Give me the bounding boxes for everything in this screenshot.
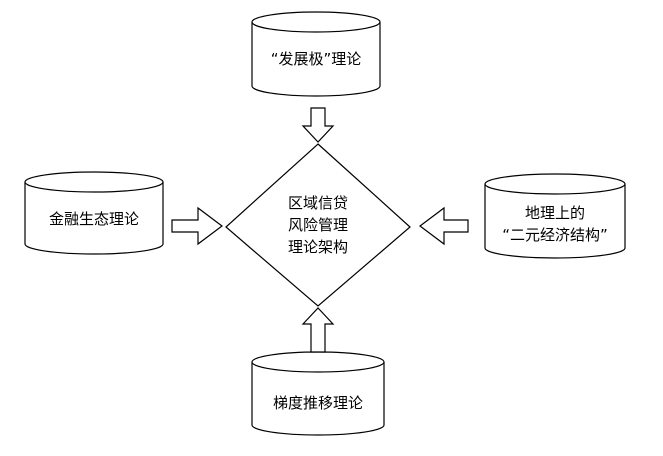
left-node-label: 金融生态理论 bbox=[49, 210, 139, 228]
center-label-line-2: 风险管理 bbox=[288, 216, 348, 234]
center-label-line-1: 区域信贷 bbox=[288, 194, 348, 212]
bottom-node-label: 梯度推移理论 bbox=[273, 394, 363, 412]
top-node-label: “发展极”理论 bbox=[271, 50, 362, 68]
arrow-down-from-top bbox=[301, 107, 335, 143]
cylinder-bottom-gradient-shift-theory: 梯度推移理论 bbox=[251, 351, 385, 436]
arrow-right-from-left bbox=[171, 206, 223, 246]
cylinder-left-financial-ecology-theory: 金融生态理论 bbox=[24, 171, 164, 255]
arrow-up-from-bottom bbox=[301, 307, 335, 353]
right-node-label-line-2: “二元经济结构” bbox=[502, 226, 608, 244]
cylinder-top-growth-pole-theory: “发展极”理论 bbox=[251, 11, 381, 97]
arrow-left-from-right bbox=[419, 206, 469, 246]
cylinder-right-dual-economic-structure: 地理上的 “二元经济结构” bbox=[484, 173, 626, 259]
right-node-label-line-1: 地理上的 bbox=[525, 204, 585, 222]
center-diamond-credit-risk-framework: 区域信贷 风险管理 理论架构 bbox=[225, 143, 411, 307]
center-label-line-3: 理论架构 bbox=[288, 238, 348, 256]
